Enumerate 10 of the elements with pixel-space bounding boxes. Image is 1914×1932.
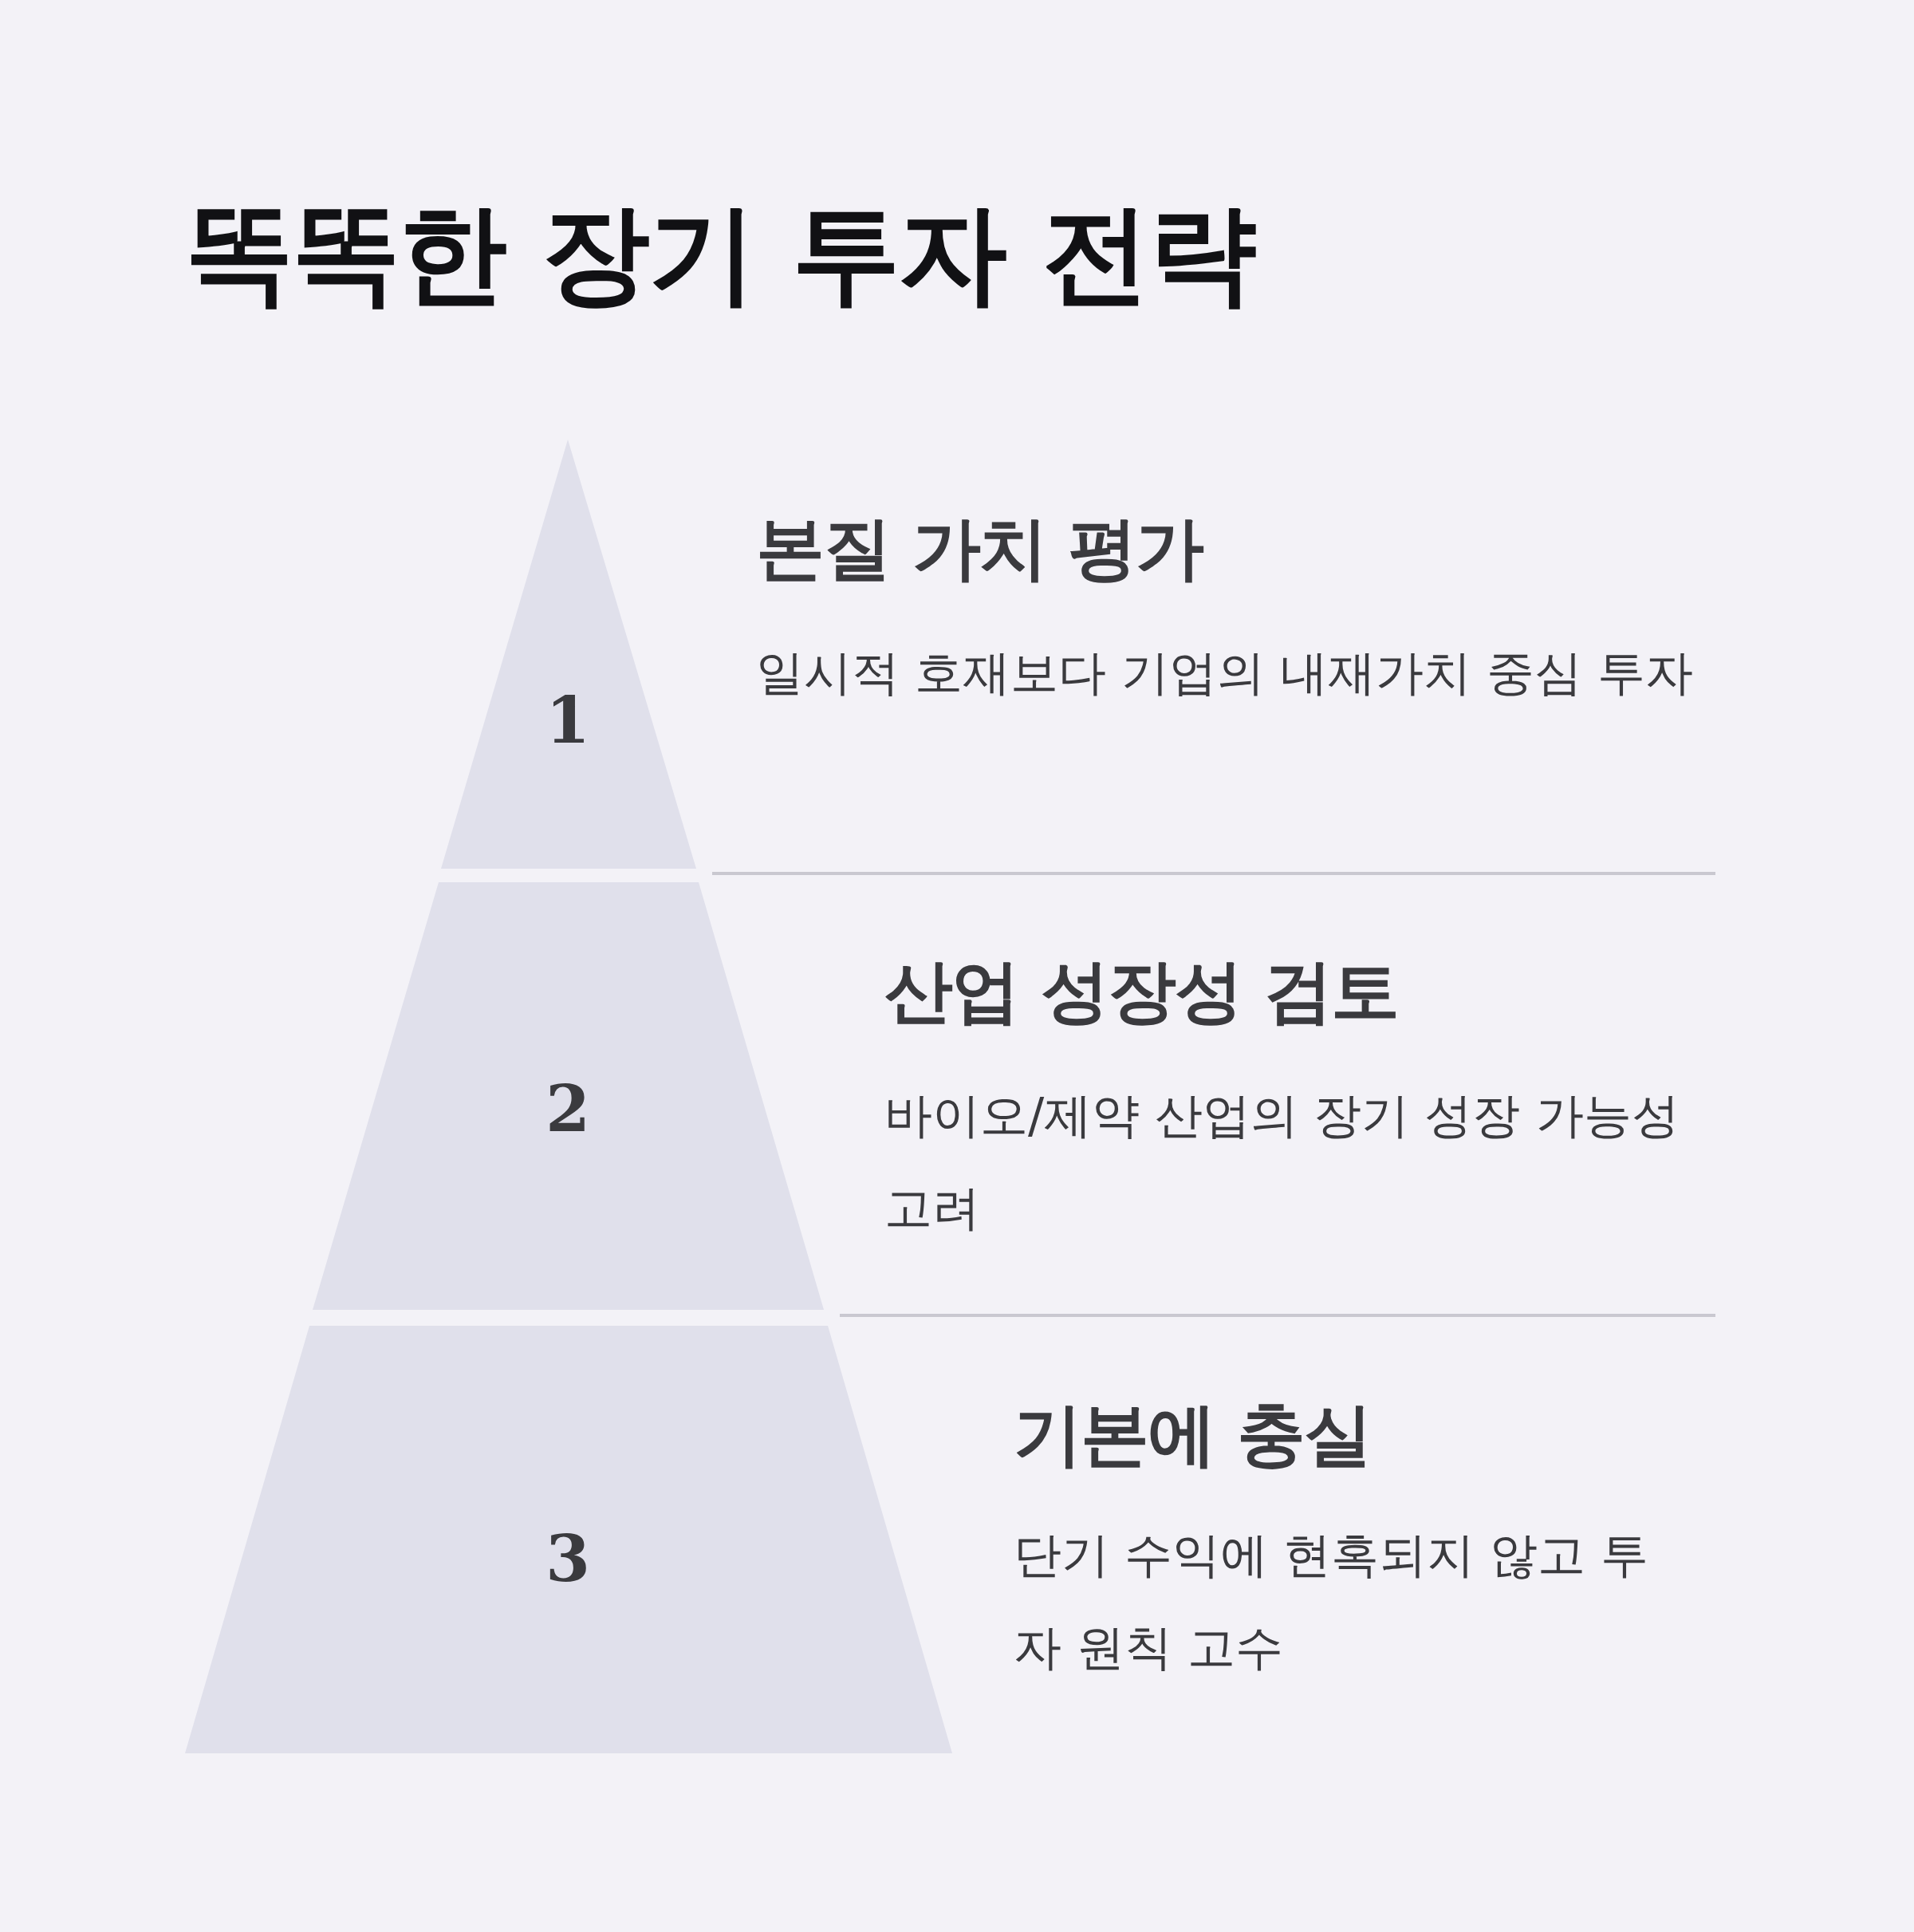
description: 단기 수익에 현혹되지 않고 투자 원칙 고수 <box>1014 1526 1650 1677</box>
description: 일시적 호재보다 기업의 내재가치 중심 투자 <box>756 644 1695 702</box>
tier-number: 1 <box>545 683 590 758</box>
heading: 기본에 충실 <box>1014 1394 1371 1476</box>
heading: 산업 성장성 검토 <box>884 950 1398 1032</box>
title: 똑똑한 장기 투자 전략 <box>185 190 1256 318</box>
heading: 본질 가치 평가 <box>756 507 1203 589</box>
tier-number: 2 <box>545 1071 590 1146</box>
description: 바이오/제약 산업의 장기 성장 가능성 고려 <box>884 1086 1680 1237</box>
tier-number: 3 <box>545 1521 590 1596</box>
